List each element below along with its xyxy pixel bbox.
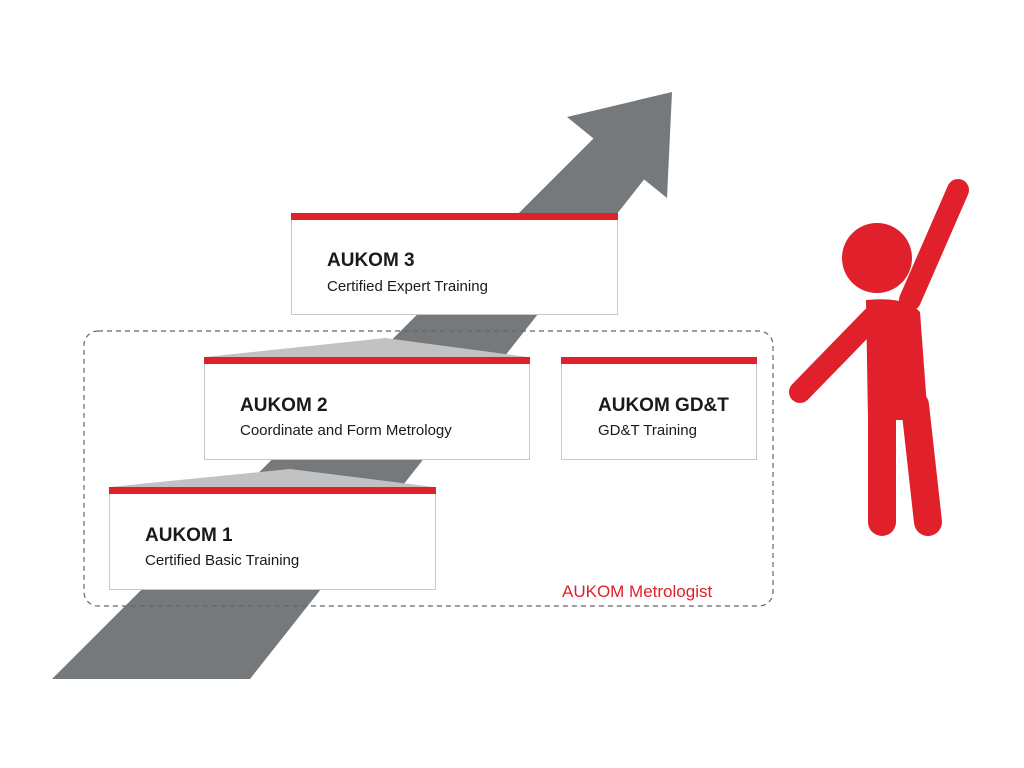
step-shadow-2 [205,338,528,357]
group-label: AUKOM Metrologist [562,582,713,601]
card-accent-bar [561,357,757,364]
card-aukom-2: AUKOM 2 Coordinate and Form Metrology [204,357,530,460]
card-subtitle: Certified Basic Training [145,552,300,569]
card-aukom-gdt: AUKOM GD&T GD&T Training [561,357,757,460]
card-title: AUKOM 3 [327,250,415,271]
card-subtitle: Coordinate and Form Metrology [240,422,452,439]
card-title: AUKOM 1 [145,525,233,546]
card-accent-bar [109,487,436,494]
cheering-person-icon [789,179,969,536]
card-title: AUKOM GD&T [598,395,729,416]
card-subtitle: Certified Expert Training [327,278,488,295]
card-accent-bar [204,357,530,364]
card-subtitle: GD&T Training [598,422,697,439]
step-shadow-1 [110,469,434,487]
card-title: AUKOM 2 [240,395,328,416]
card-aukom-1: AUKOM 1 Certified Basic Training [109,487,436,590]
metrologist-group-border [83,330,774,607]
card-accent-bar [291,213,618,220]
card-aukom-3: AUKOM 3 Certified Expert Training [291,213,618,315]
